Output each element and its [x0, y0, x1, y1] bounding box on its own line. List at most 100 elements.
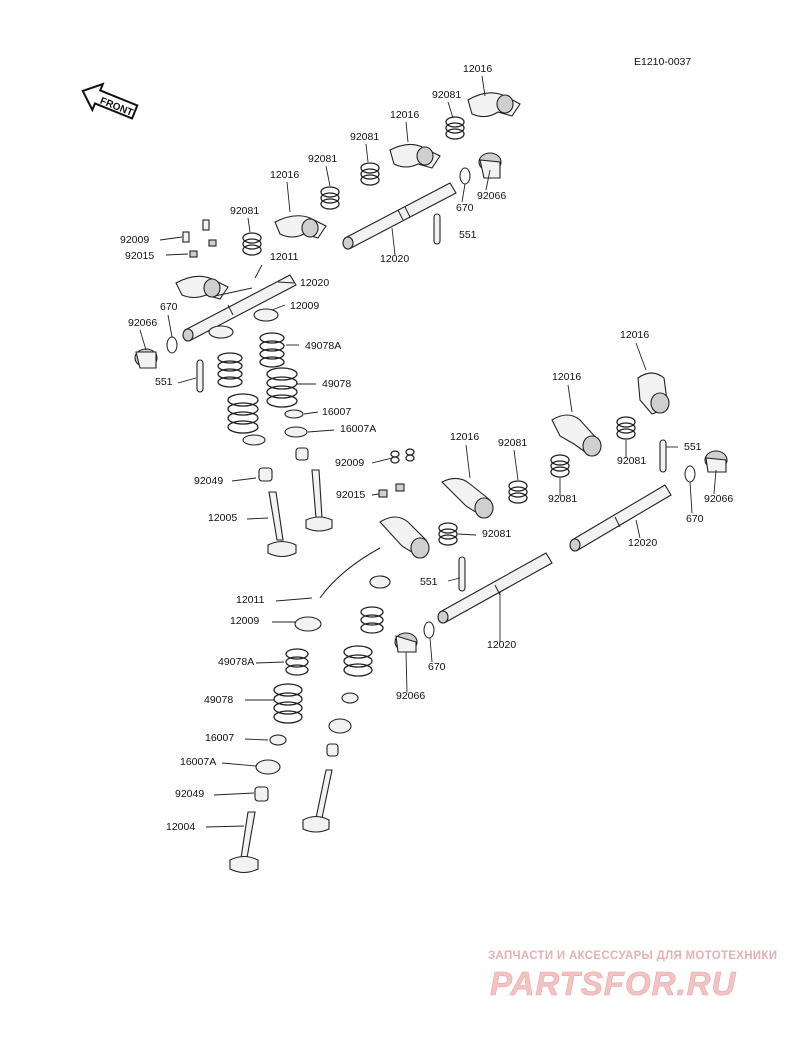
callout-leader-line: [447, 101, 454, 119]
intake-valve-lower: [302, 769, 333, 833]
shaft-cap-upper-right: [478, 152, 502, 179]
part-number-label: 92081: [498, 437, 527, 449]
shaft-cap-upper-left: [134, 348, 158, 369]
callout-leader-line: [231, 477, 257, 482]
callout-leader-line: [689, 481, 693, 514]
dowel-pin-lower-left: [458, 556, 466, 592]
part-number-label: 670: [428, 661, 446, 673]
rocker-shaft-lower-left: [437, 552, 553, 624]
intake-valve-upper: [305, 469, 333, 532]
part-number-label: 551: [459, 229, 477, 241]
dowel-pin-lower-right: [659, 439, 667, 473]
part-number-label: 12016: [390, 109, 419, 121]
part-number-label: 92081: [230, 205, 259, 217]
rocker-spring-lower-4: [438, 522, 458, 546]
dowel-pin-upper: [433, 213, 441, 245]
locknut-lower-1: [378, 489, 388, 498]
rocker-spring-upper-1: [445, 116, 465, 140]
part-number-label: 12020: [380, 253, 409, 265]
valve-retainer-lower-right: [369, 575, 391, 589]
rocker-spring-upper-2: [360, 162, 380, 186]
adjuster-screw-upper-1: [182, 231, 190, 243]
locknut-lower-2: [395, 483, 405, 492]
rocker-spring-upper-3: [320, 186, 340, 210]
callout-leader-line: [405, 121, 409, 143]
stem-seal-lower-2: [254, 786, 269, 802]
callout-leader-line: [167, 314, 173, 338]
watermark-caption: ЗАПЧАСТИ И АКСЕССУАРЫ ДЛЯ МОТОТЕХНИКИ: [488, 950, 778, 962]
callout-leader-line: [213, 792, 255, 796]
rocker-arm-upper-2: [389, 143, 441, 169]
part-number-label: 49078A: [305, 340, 341, 352]
callout-leader-line: [465, 444, 471, 479]
callout-leader-line: [165, 253, 189, 256]
callout-leader-line: [325, 165, 331, 187]
callout-leader-line: [635, 342, 647, 371]
stem-seal-lower-1: [326, 743, 339, 757]
part-number-label: 92081: [482, 528, 511, 540]
part-number-label: 12011: [270, 251, 299, 263]
shaft-cap-lower-left: [394, 632, 418, 653]
leader-lower: [319, 547, 381, 599]
rocker-spring-lower-3: [508, 480, 528, 504]
rocker-spring-lower-2: [550, 454, 570, 478]
rocker-shaft-lower-right: [569, 484, 672, 552]
part-number-label: 92049: [194, 475, 223, 487]
callout-leader-line: [271, 304, 286, 311]
rocker-shaft-upper-left: [182, 274, 297, 342]
part-number-label: 12009: [290, 300, 319, 312]
rocker-spring-upper-4: [242, 232, 262, 256]
callout-leader-line: [159, 236, 183, 241]
part-number-label: 670: [456, 202, 474, 214]
spring-seat-upper-3: [242, 434, 266, 446]
part-number-label: 12016: [552, 371, 581, 383]
callout-leader-line: [371, 493, 380, 496]
watermark-logo: PARTSFOR.RU: [490, 966, 736, 1002]
shaft-cap-lower-right: [704, 450, 728, 473]
part-number-label: 12009: [230, 615, 259, 627]
valve-spring-inner-lower: [285, 606, 384, 676]
part-number-label: 12005: [208, 512, 237, 524]
part-number-label: 12016: [463, 63, 492, 75]
rocker-arm-upper-1: [467, 92, 521, 118]
callout-leader-line: [461, 183, 466, 203]
callout-leader-line: [365, 143, 369, 163]
part-number-label: 49078: [204, 694, 233, 706]
part-number-label: 92081: [432, 89, 461, 101]
valve-spring-inner-upper: [217, 332, 285, 388]
part-number-label: 551: [684, 441, 702, 453]
callout-leader-line: [246, 517, 269, 520]
spring-seat-lower-4: [255, 759, 281, 775]
callout-leader-line: [205, 825, 245, 828]
part-number-label: 551: [420, 576, 438, 588]
part-number-label: 92066: [128, 317, 157, 329]
callout-leader-line: [307, 429, 335, 433]
callout-leader-line: [567, 384, 573, 413]
part-number-label: 92066: [704, 493, 733, 505]
part-number-label: 92066: [477, 190, 506, 202]
part-number-label: 670: [686, 513, 704, 525]
callout-leader-line: [457, 533, 477, 536]
dowel-pin-upper-left: [196, 359, 204, 393]
locknut-upper-2: [208, 239, 217, 247]
rocker-spring-lower-1: [616, 416, 636, 440]
callout-leader-line: [713, 469, 717, 495]
diagram-code: E1210-0037: [634, 56, 691, 68]
part-number-label: 16007A: [180, 756, 216, 768]
valve-retainer-lower-left: [294, 616, 322, 632]
part-number-label: 670: [160, 301, 178, 313]
part-number-label: 12020: [487, 639, 516, 651]
callout-leader-line: [139, 329, 147, 351]
spring-seat-lower-3: [269, 734, 287, 746]
spring-seat-upper-2: [284, 426, 308, 438]
spring-seat-lower-1: [341, 692, 359, 704]
rocker-arm-upper-3: [274, 215, 327, 239]
callout-leader-line: [481, 75, 486, 97]
spring-seat-lower-2: [328, 718, 352, 734]
rocker-arm-lower-3: [441, 477, 494, 519]
part-number-label: 551: [155, 376, 173, 388]
stem-seal-upper-2: [258, 467, 273, 482]
o-ring-lower-right: [684, 465, 696, 483]
watermark-logo-text: PARTSFOR.RU: [490, 966, 736, 1002]
exhaust-valve-lower: [229, 811, 259, 874]
